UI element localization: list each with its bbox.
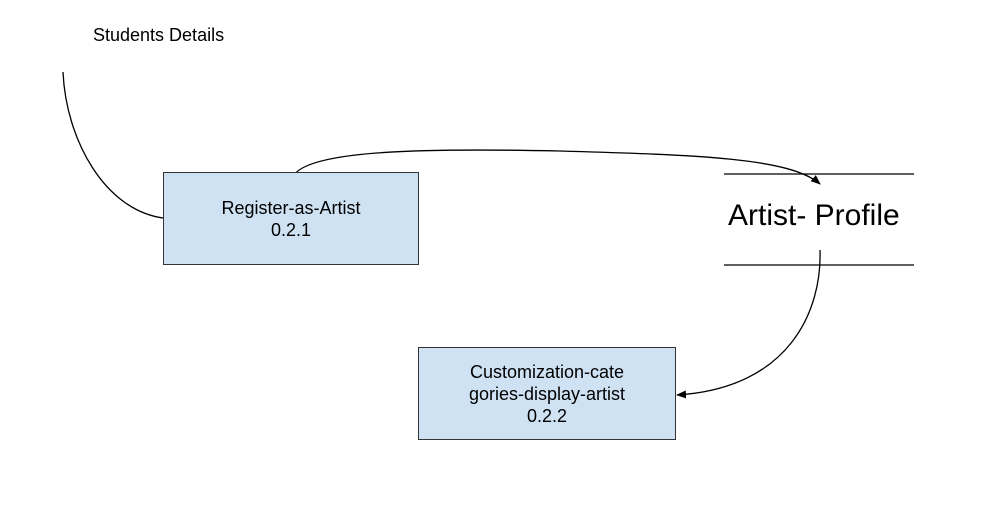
data-store-artist-profile-label: Artist- Profile <box>728 199 900 232</box>
profile-to-customization-arrow <box>676 249 821 399</box>
process-name-line-1: Customization-cate <box>469 361 625 382</box>
students-details-label: Students Details <box>93 25 225 45</box>
process-name: Register-as-Artist <box>221 197 361 218</box>
students-details-flow-line <box>62 71 164 219</box>
register-to-profile-arrow <box>291 149 821 185</box>
process-id: 0.2.1 <box>270 219 312 240</box>
process-customization-categories-display-artist: Customization-cate gories-display-artist… <box>418 347 676 440</box>
process-register-as-artist: Register-as-Artist 0.2.1 <box>163 172 419 265</box>
process-id: 0.2.2 <box>526 405 568 426</box>
process-name-line-2: gories-display-artist <box>468 383 626 404</box>
